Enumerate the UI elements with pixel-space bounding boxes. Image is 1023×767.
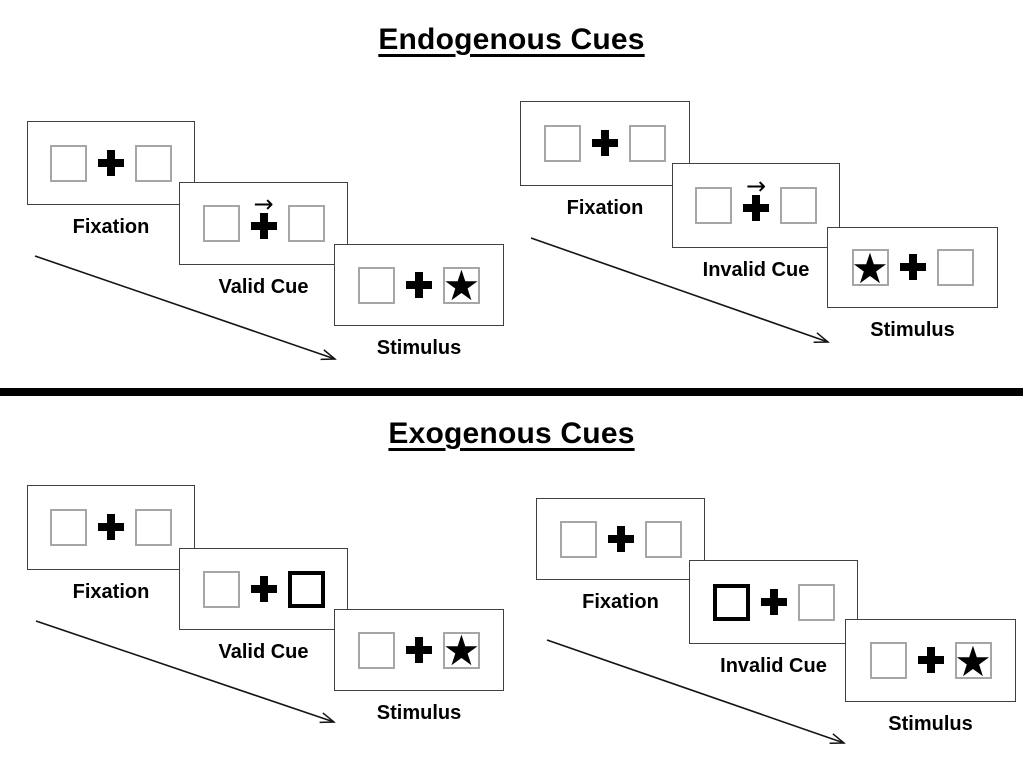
step-label-stimulus: Stimulus: [870, 319, 955, 341]
left-box: [695, 187, 732, 224]
right-box: [287, 205, 325, 242]
left-box: [50, 144, 87, 182]
endogenous-invalid-cue-card: →: [672, 163, 840, 248]
fixation-cross-icon: [250, 575, 277, 602]
center-slot: [760, 584, 787, 621]
right-arrow-cue-icon: →: [745, 172, 767, 200]
exogenous-valid-stimulus-card: ★: [334, 609, 504, 691]
step-label-valid-cue: Valid Cue: [218, 276, 309, 298]
highlighted-cue-box: [287, 570, 325, 608]
left-box: [559, 520, 597, 558]
fixation-cross-icon: [250, 213, 277, 239]
center-slot: →: [743, 174, 769, 224]
endogenous-valid-stimulus-card: ★: [334, 244, 504, 326]
endogenous-invalid-stimulus-card: ★: [827, 227, 998, 308]
fixation-cross-icon: [98, 149, 124, 176]
exogenous-invalid-stimulus-card: ★: [845, 619, 1016, 702]
exogenous-invalid-fixation-card: [536, 498, 705, 580]
center-slot: [899, 249, 926, 286]
star-stimulus-icon: ★: [954, 636, 992, 686]
sequence-arrow-exogenous-valid: [35, 620, 334, 722]
section-divider: [0, 388, 1023, 396]
fixation-cross-icon: [98, 514, 124, 540]
right-box: [135, 509, 172, 546]
step-label-stimulus: Stimulus: [376, 337, 462, 359]
exogenous-invalid-cue-card: [689, 560, 858, 644]
fixation-cross-icon: [917, 647, 944, 673]
left-box: [50, 509, 87, 546]
left-box: [358, 631, 395, 669]
endogenous-section-title: Endogenous Cues: [0, 23, 1023, 57]
fixation-cross-icon: [406, 636, 432, 663]
star-stimulus-icon: ★: [442, 261, 481, 310]
step-label-fixation: Fixation: [72, 216, 150, 238]
center-slot: [917, 642, 944, 679]
center-slot: [98, 509, 124, 546]
center-slot: →: [250, 192, 277, 242]
center-slot: [406, 267, 432, 304]
star-target-box: ★: [851, 243, 889, 293]
step-label-stimulus: Stimulus: [376, 702, 462, 724]
right-box: [780, 187, 817, 224]
center-slot: [98, 145, 124, 182]
right-box: [936, 249, 974, 286]
star-stimulus-icon: ★: [442, 626, 481, 675]
right-arrow-cue-icon: →: [253, 190, 274, 218]
step-label-invalid-cue: Invalid Cue: [720, 655, 827, 677]
exogenous-valid-fixation-card: [27, 485, 195, 570]
step-label-fixation: Fixation: [566, 197, 644, 219]
fixation-cross-icon: [607, 525, 634, 552]
highlighted-cue-box: [712, 583, 750, 621]
step-label-fixation: Fixation: [582, 591, 659, 613]
fixation-cross-icon: [760, 588, 787, 615]
sequence-arrow-endogenous-valid: [34, 255, 335, 359]
right-box: [797, 583, 835, 621]
right-box: [629, 125, 666, 162]
star-stimulus-icon: ★: [851, 243, 889, 293]
exogenous-section-title: Exogenous Cues: [0, 417, 1023, 451]
endogenous-title-text: Endogenous Cues: [378, 23, 645, 56]
right-box: [135, 144, 172, 182]
star-target-box: ★: [954, 636, 992, 686]
left-box: [202, 570, 240, 608]
endogenous-valid-fixation-card: [27, 121, 195, 205]
center-slot: [607, 521, 634, 558]
step-label-stimulus: Stimulus: [888, 713, 973, 735]
step-label-valid-cue: Valid Cue: [218, 641, 309, 663]
center-slot: [250, 571, 277, 608]
exogenous-title-text: Exogenous Cues: [388, 417, 635, 450]
star-target-box: ★: [442, 261, 481, 310]
endogenous-valid-cue-card: →: [179, 182, 348, 265]
exogenous-valid-cue-card: [179, 548, 348, 630]
fixation-cross-icon: [592, 130, 618, 156]
star-target-box: ★: [442, 626, 481, 675]
fixation-cross-icon: [406, 271, 432, 298]
right-box: [644, 520, 682, 558]
fixation-cross-icon: [899, 254, 926, 280]
left-box: [202, 205, 240, 242]
endogenous-invalid-fixation-card: [520, 101, 690, 186]
fixation-cross-icon: [743, 195, 769, 221]
sequence-arrow-endogenous-invalid: [530, 237, 828, 342]
center-slot: [592, 125, 618, 162]
step-label-fixation: Fixation: [72, 581, 150, 603]
left-box: [869, 642, 907, 679]
center-slot: [406, 632, 432, 669]
left-box: [358, 266, 395, 304]
left-box: [544, 125, 581, 162]
step-label-invalid-cue: Invalid Cue: [702, 259, 810, 281]
